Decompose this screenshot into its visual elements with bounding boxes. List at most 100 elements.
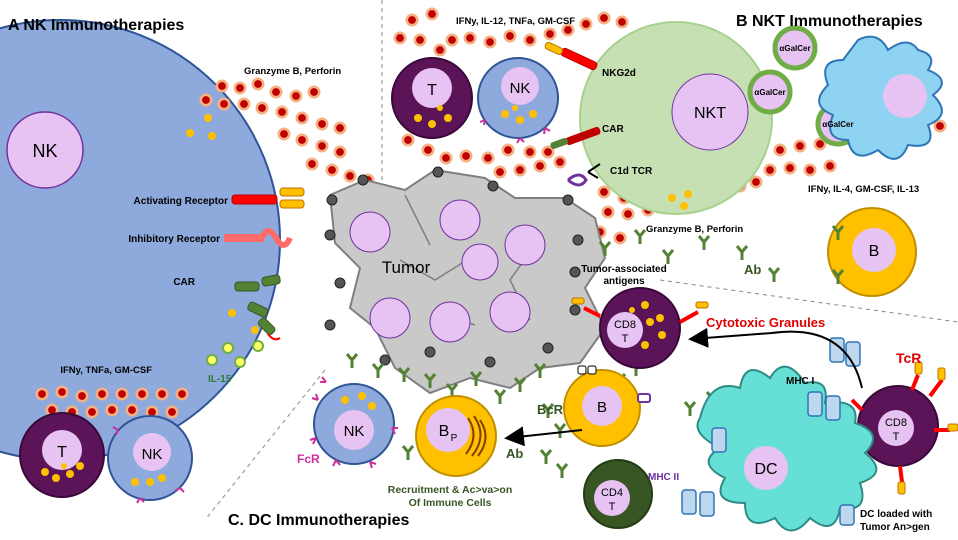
cytokine-dot	[275, 105, 289, 119]
b-cell-right: B	[827, 207, 917, 297]
cytokine-dot	[289, 89, 303, 103]
cytokine-dot	[315, 139, 329, 153]
cytokine-dot	[199, 93, 213, 107]
tumor-cluster: Tumor	[324, 166, 607, 395]
cytokine-dot	[35, 387, 49, 401]
antibody-icon	[401, 445, 415, 460]
taa-label-1: Tumor-associated	[581, 264, 666, 275]
c1d-tcr-label: C1d TCR	[610, 166, 653, 177]
cytokine-dot	[55, 385, 69, 399]
cytokine-dot	[601, 205, 615, 219]
cytokine-dot	[95, 387, 109, 401]
b-right-label: B	[869, 243, 880, 260]
cytokine-dot	[75, 389, 89, 403]
cytokine-dot	[305, 157, 319, 171]
cytokine-dot	[773, 143, 787, 157]
antibody-icon	[697, 235, 711, 250]
cytokine-dot	[325, 163, 339, 177]
b-cell-middle: B	[563, 365, 651, 447]
panel-b-title: B NKT Immunotherapies	[736, 13, 923, 30]
antibody-icon	[683, 401, 697, 416]
cytokine-dot	[237, 97, 251, 111]
antibody-icon	[831, 269, 845, 284]
nkt-label: NKT	[694, 105, 726, 122]
car-label-a: CAR	[173, 277, 195, 288]
recruitment-label-1: Recruitment & Ac>va>on	[388, 484, 512, 496]
fcr-label: FcR	[297, 452, 320, 466]
antibody-icon	[661, 249, 675, 264]
mhc1-label: MHC I	[786, 376, 815, 387]
antibody-icon	[493, 389, 507, 404]
car-receptor-b-icon	[550, 126, 601, 149]
cytokine-dot	[615, 15, 629, 29]
antibody-icon	[541, 403, 555, 418]
cytokines-nkt-label: IFNy, IL-4, GM-CSF, IL-13	[808, 184, 919, 195]
cytokine-dot	[783, 161, 797, 175]
cytokine-dot	[763, 163, 777, 177]
cytokine-dot	[401, 133, 415, 147]
cytokine-dot	[597, 185, 611, 199]
cytokine-dot	[85, 405, 99, 419]
nk-bottom-left-label: NK	[142, 446, 163, 463]
cytokines-top-label: IFNy, IL-12, TNFa, GM-CSF	[456, 16, 575, 27]
cytokine-dot	[413, 33, 427, 47]
cd4-line1: CD4	[601, 487, 623, 499]
cytokine-dot	[425, 7, 439, 21]
antibody-icon	[533, 363, 547, 378]
cytokine-dot	[439, 151, 453, 165]
granzyme-label-b: Granzyme B, Perforin	[646, 224, 743, 235]
cytokines-a-label: IFNy, TNFa, GM-CSF	[60, 365, 152, 376]
nk-cell-bottom-middle: NK	[309, 376, 398, 469]
granzyme-label-a: Granzyme B, Perforin	[244, 66, 341, 77]
mhc2-label: MHC II	[648, 472, 679, 483]
il15-label: IL-15	[208, 374, 232, 385]
cd8-t-cell-middle: CD8 T	[571, 287, 709, 369]
cytokine-dot	[523, 33, 537, 47]
cd8-right-line1: CD8	[885, 417, 907, 429]
plasma-b-cell: B P	[415, 395, 497, 477]
il15-dots	[206, 340, 264, 368]
antibody-icon	[539, 449, 553, 464]
t-top-label: T	[427, 82, 437, 99]
bp-subscript: P	[451, 433, 458, 444]
cytokine-dot	[749, 175, 763, 189]
cytokine-dot	[803, 163, 817, 177]
c1d-tcr-icon	[567, 163, 601, 187]
cytokine-dot	[165, 405, 179, 419]
dc-loaded-label-2: Tumor An>gen	[860, 522, 930, 533]
cytokine-dot	[217, 97, 231, 111]
recruitment-label-2: Of Immune Cells	[409, 497, 492, 509]
cytokine-dot	[215, 79, 229, 93]
dc-cell-top-right	[818, 35, 943, 160]
cytokine-dot	[295, 111, 309, 125]
cytokine-dot	[533, 159, 547, 173]
cytokine-dot	[445, 33, 459, 47]
panel-dividers	[204, 0, 958, 521]
car-receptor-a-icon	[234, 274, 281, 341]
antibody-icon	[553, 423, 567, 438]
panel-a-title: A NK Immunotherapies	[8, 17, 184, 34]
car-label-b: CAR	[602, 124, 624, 135]
cytokine-dot	[333, 145, 347, 159]
cytokine-dot	[155, 387, 169, 401]
cytokine-dot	[543, 27, 557, 41]
antibody-icon	[633, 229, 647, 244]
cytokine-dot	[503, 29, 517, 43]
cd8-t-cell-right: CD8 T	[850, 361, 958, 495]
cytokine-dot	[269, 85, 283, 99]
cytokine-dot	[579, 17, 593, 31]
cytokine-dot	[483, 35, 497, 49]
antibody-icon	[469, 371, 483, 386]
panel-c-title: C. DC Immunotherapies	[228, 512, 409, 529]
t-bottom-left-label: T	[57, 444, 67, 461]
cytokine-dot	[125, 403, 139, 417]
cytokine-dot	[523, 145, 537, 159]
nk-cell-bottom-left: NK	[107, 415, 193, 504]
antibody-icon	[513, 377, 527, 392]
taa-label-2: antigens	[603, 276, 645, 287]
antibody-icon	[423, 373, 437, 388]
nk-cell-top: NK	[477, 57, 559, 144]
nk-large-granules	[186, 114, 259, 334]
cytokine-dot	[597, 11, 611, 25]
